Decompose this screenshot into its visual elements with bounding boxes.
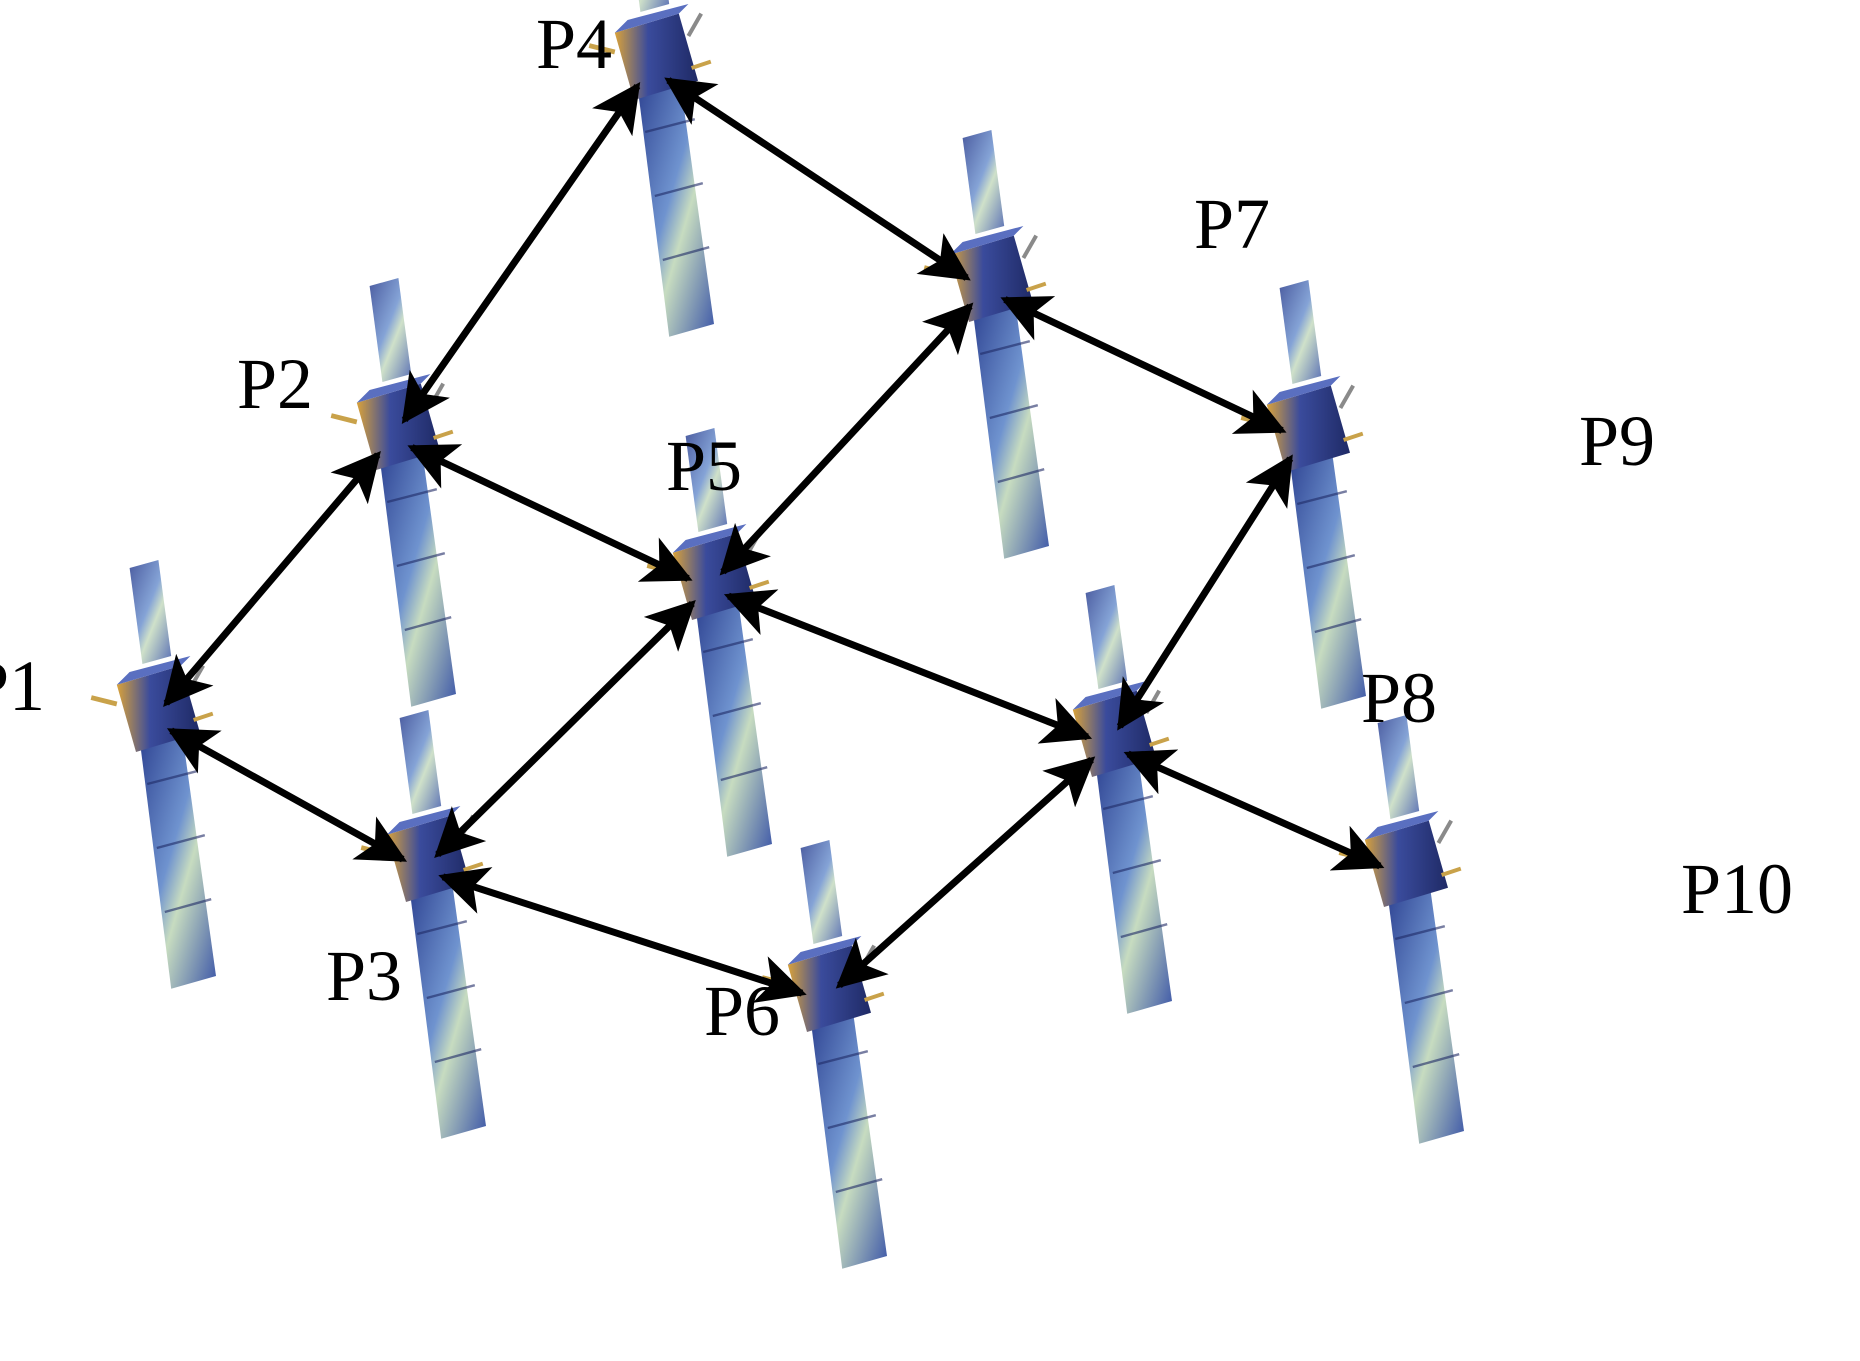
satellite-icon (361, 710, 486, 1139)
link-p1-p3 (166, 727, 408, 863)
node-label-p5: P5 (666, 426, 742, 506)
link-p6-p8 (835, 756, 1096, 989)
node-label-p6: P6 (704, 971, 780, 1051)
link-p2-p4 (401, 82, 641, 424)
satellite-icon (762, 840, 887, 1269)
link-p3-p6 (438, 867, 807, 1003)
link-p4-p7 (664, 77, 971, 281)
link-p7-p9 (1000, 296, 1287, 434)
link-p8-p9 (1116, 454, 1294, 731)
link-p3-p5 (434, 600, 696, 858)
links (163, 77, 1385, 1003)
link-p8-p10 (1123, 749, 1385, 871)
node-label-p1: P1 (0, 646, 45, 726)
node-label-p3: P3 (326, 936, 402, 1016)
link-p5-p7 (719, 302, 974, 576)
satellite-icon (1339, 715, 1464, 1144)
node-label-p7: P7 (1194, 184, 1270, 264)
link-p2-p5 (407, 444, 693, 582)
link-p1-p2 (163, 451, 381, 707)
node-label-p4: P4 (536, 4, 612, 84)
satellite-icon (1241, 280, 1366, 709)
node-label-p10: P10 (1681, 849, 1793, 929)
node-label-p8: P8 (1361, 658, 1437, 738)
satellite-icon (924, 130, 1049, 559)
satellite-icon (91, 560, 216, 989)
node-label-p2: P2 (237, 344, 313, 424)
satellite-icon (1047, 585, 1172, 1014)
node-label-p9: P9 (1579, 401, 1655, 481)
link-p5-p8 (723, 589, 1093, 744)
